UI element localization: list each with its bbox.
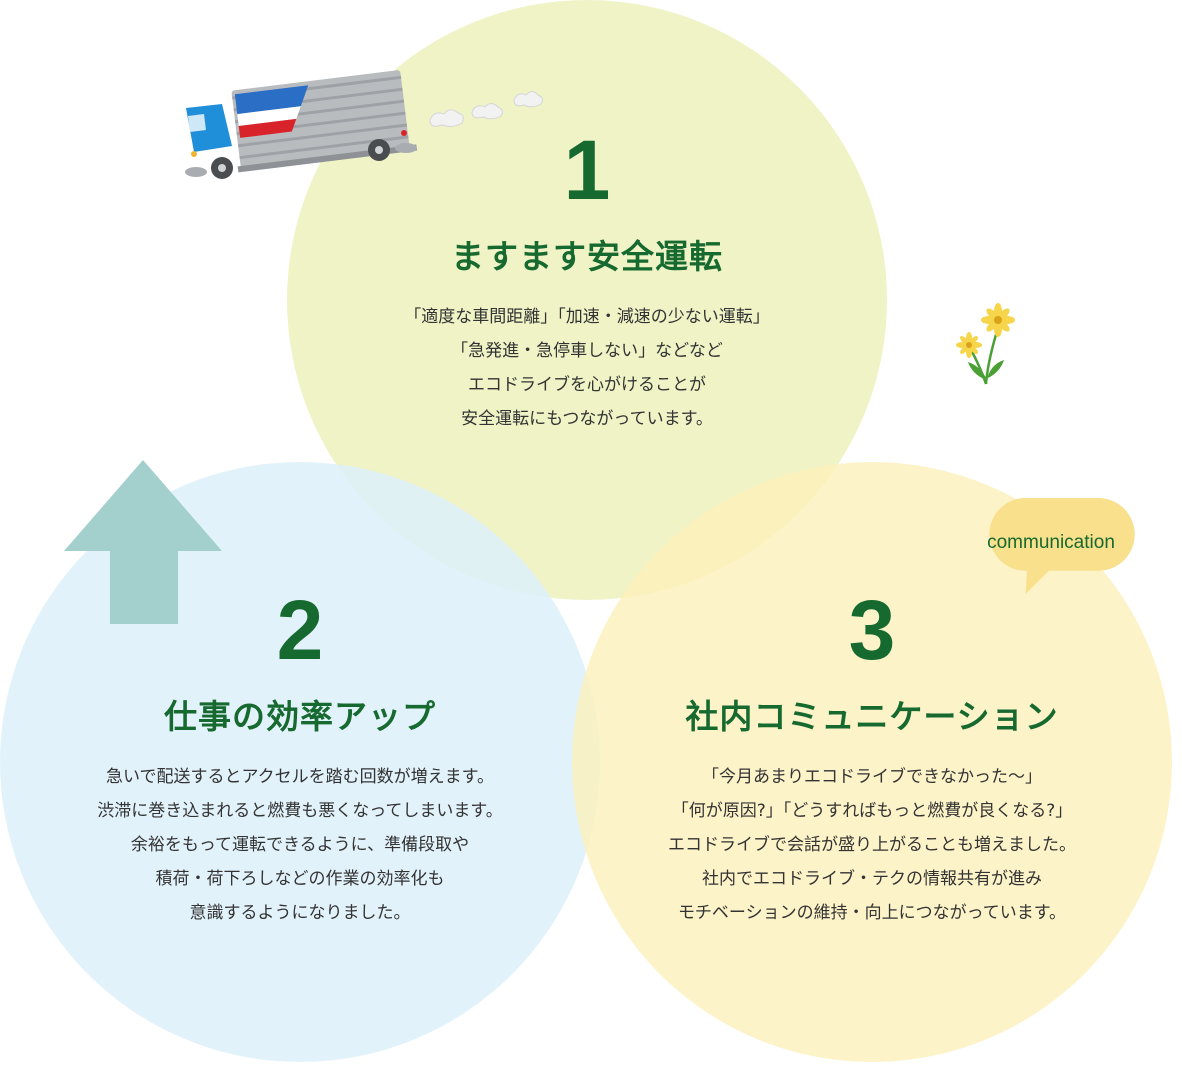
flower-icon (956, 303, 1015, 385)
description-line: 「今月あまりエコドライブできなかった〜」 (702, 767, 1042, 787)
item-number: 2 (276, 583, 324, 677)
description-line: 「適度な車間距離」「加速・減速の少ない運転」 (404, 307, 770, 327)
speech-bubble-label: communication (987, 532, 1115, 553)
description-line: 急いで配送するとアクセルを踏む回数が増えます。 (106, 767, 494, 787)
description-line: 「急発進・急停車しない」などなど (451, 341, 723, 361)
item-heading: 社内コミュニケーション (685, 697, 1059, 736)
description-line: 渋滞に巻き込まれると燃費も悪くなってしまいます。 (97, 801, 503, 821)
description-line: 余裕をもって運転できるように、準備段取や (130, 835, 470, 855)
item-heading: 仕事の効率アップ (164, 697, 436, 736)
up-arrow-icon (64, 460, 222, 624)
circle-efficiency (0, 462, 600, 1062)
item-safe-driving: 1 ますます安全運転 「適度な車間距離」「加速・減速の少ない運転」 「急発進・急… (287, 128, 887, 436)
description-line: モチベーションの維持・向上につながっています。 (677, 903, 1067, 923)
description-line: 安全運転にもつながっています。 (461, 409, 713, 429)
item-description: 「今月あまりエコドライブできなかった〜」 「何が原因?」「どうすればもっと燃費が… (572, 760, 1172, 930)
item-description: 「適度な車間距離」「加速・減速の少ない運転」 「急発進・急停車しない」などなど … (287, 300, 887, 436)
description-line: エコドライブで会話が盛り上がることも増えました。 (668, 835, 1076, 855)
item-description: 急いで配送するとアクセルを踏む回数が増えます。 渋滞に巻き込まれると燃費も悪くな… (0, 760, 600, 930)
description-line: 積荷・荷下ろしなどの作業の効率化も (155, 869, 445, 889)
truck-icon (185, 70, 543, 179)
description-line: エコドライブを心がけることが (468, 375, 706, 395)
item-heading: ますます安全運転 (451, 237, 723, 276)
description-line: 意識するようになりました。 (189, 903, 411, 923)
description-line: 「何が原因?」「どうすればもっと燃費が良くなる?」 (671, 801, 1073, 821)
item-efficiency: 2 仕事の効率アップ 急いで配送するとアクセルを踏む回数が増えます。 渋滞に巻き… (0, 588, 600, 930)
speech-bubble-icon (989, 498, 1135, 594)
description-line: 社内でエコドライブ・テクの情報共有が進み (702, 869, 1042, 889)
item-number: 1 (563, 123, 611, 217)
item-communication: 3 社内コミュニケーション 「今月あまりエコドライブできなかった〜」 「何が原因… (572, 588, 1172, 930)
item-number: 3 (848, 583, 896, 677)
